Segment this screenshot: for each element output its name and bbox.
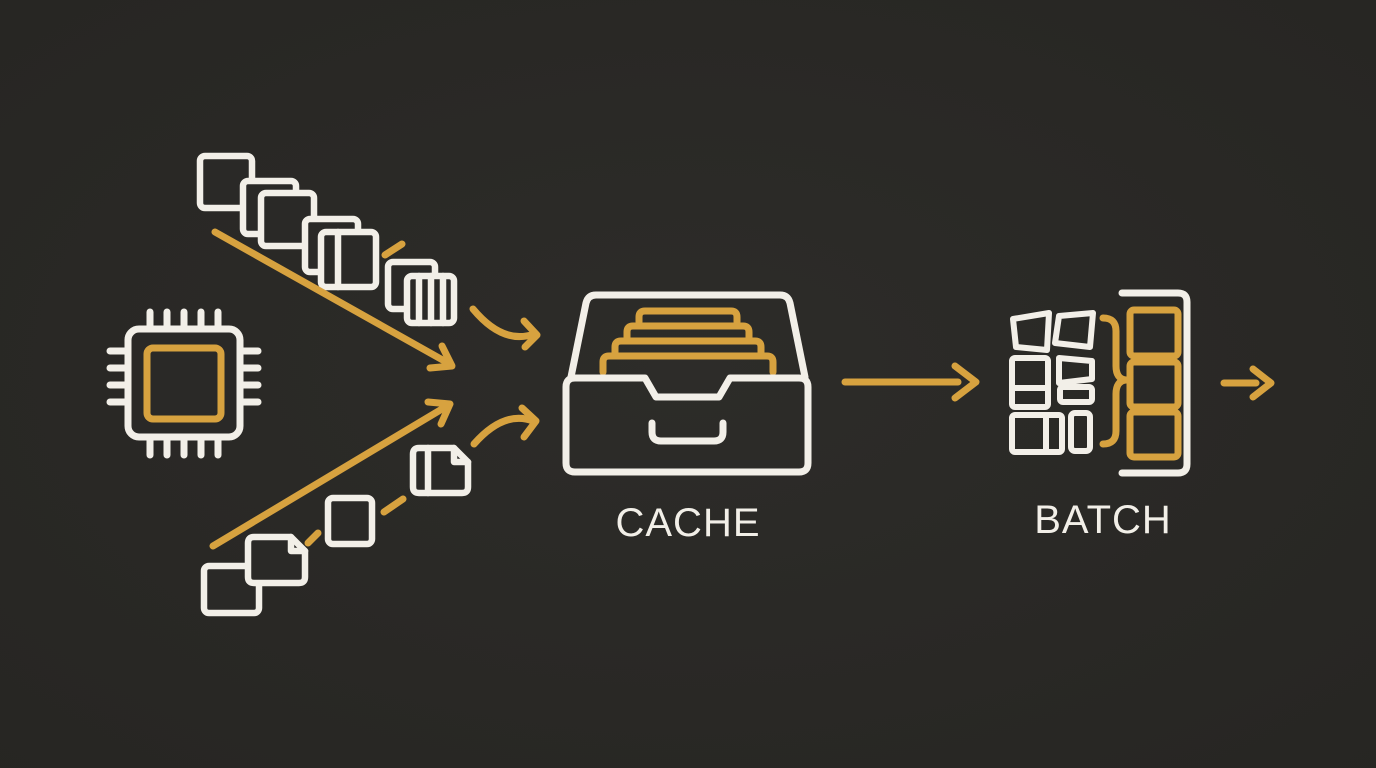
batch-label: BATCH — [1034, 498, 1172, 542]
input-arrows — [209, 228, 541, 550]
drawer-handle — [648, 419, 727, 445]
document-page-split-icon — [409, 444, 472, 497]
document-page-icon — [244, 533, 309, 587]
bottom-curved-arrow — [470, 404, 540, 448]
document-icon — [324, 494, 376, 548]
top-dash — [381, 240, 406, 259]
document-columns-icon — [403, 272, 458, 327]
cpu-core — [143, 344, 225, 423]
stacked-trays — [599, 307, 777, 376]
document-stack-cascade-top — [196, 152, 458, 327]
cache-to-batch-arrow — [841, 362, 980, 402]
cpu-body — [124, 325, 244, 441]
top-curved-arrow — [469, 305, 541, 351]
fragment-pieces — [1009, 310, 1096, 455]
curly-brace-icon — [1099, 314, 1130, 448]
document-cascade-bottom — [200, 444, 472, 617]
bracket-icon — [1118, 289, 1191, 477]
document-split-icon — [317, 228, 380, 291]
archive-drawer-icon — [562, 291, 812, 476]
cache-label: CACHE — [615, 501, 760, 545]
cpu-chip-icon — [106, 308, 262, 459]
bottom-dash — [304, 529, 322, 547]
batch-output-arrow — [1220, 365, 1275, 401]
drawer-front — [562, 374, 812, 476]
batched-blocks — [1126, 306, 1182, 461]
bottom-diagonal-arrow — [209, 398, 454, 550]
top-diagonal-arrow — [211, 228, 456, 372]
drawer-open-top — [567, 291, 809, 381]
fragments-brace-batch-icon — [1009, 289, 1191, 477]
bottom-dash — [380, 495, 407, 516]
